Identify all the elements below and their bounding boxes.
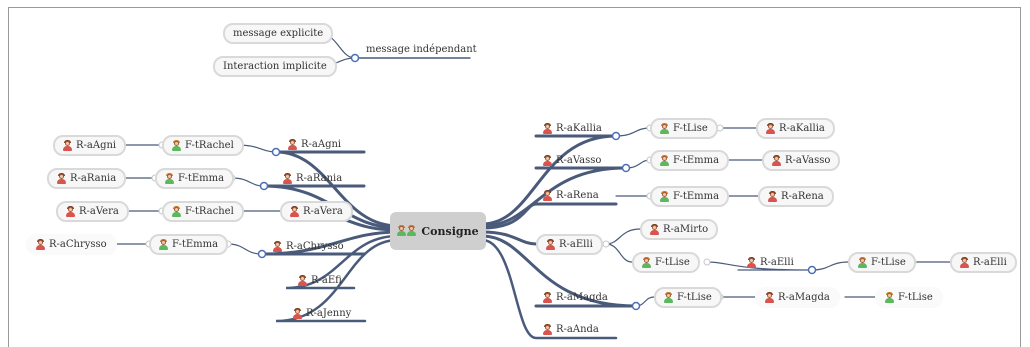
person-icon — [288, 139, 297, 150]
person-node[interactable]: R-aMirto — [640, 219, 719, 240]
person-node[interactable]: R-aVera — [56, 201, 129, 222]
branch-node[interactable]: R-aElli — [536, 234, 603, 255]
group-node[interactable]: F-tEmma — [650, 150, 730, 171]
group-node[interactable]: F-tEmma — [650, 186, 730, 207]
group-node[interactable]: F-tLise — [848, 252, 916, 273]
person-node[interactable]: R-aElli — [950, 252, 1017, 273]
connector — [480, 202, 618, 230]
branch-node[interactable]: R-aVera — [280, 201, 353, 222]
person-icon — [543, 292, 552, 303]
group-node[interactable]: F-tRachel — [162, 135, 244, 156]
group-node[interactable]: F-tLise — [632, 252, 700, 273]
person-node[interactable]: R-aKallia — [756, 118, 835, 139]
person-icon — [543, 155, 552, 166]
person-icon — [283, 173, 292, 184]
branch-label[interactable]: R-aMagda — [543, 291, 608, 305]
person-icon — [768, 190, 777, 202]
collapse-handle — [271, 147, 281, 157]
branch-label[interactable]: R-aEfi — [298, 274, 342, 288]
connector — [261, 230, 400, 256]
group-icon — [165, 172, 174, 184]
person-node[interactable]: R-aChrysso — [26, 234, 117, 255]
person-icon — [543, 324, 552, 335]
group-node[interactable]: F-tEmma — [149, 234, 229, 255]
person-icon — [772, 154, 781, 166]
group-node[interactable]: F-tRachel — [162, 201, 244, 222]
person-icon — [766, 122, 775, 134]
group-icon — [159, 238, 168, 250]
collapse-handle — [259, 181, 269, 191]
person-icon — [66, 205, 75, 217]
person-icon — [543, 190, 552, 201]
person-icon — [36, 238, 45, 250]
person-node[interactable]: R-aRania — [47, 168, 127, 189]
legend-item-implicit[interactable]: Interaction implicite — [213, 56, 337, 77]
collapse-handle — [611, 131, 621, 141]
branch-label[interactable]: R-aRena — [543, 189, 599, 203]
branch-label[interactable]: R-aVasso — [543, 154, 601, 168]
group-node[interactable]: F-tLise — [654, 287, 722, 308]
group-icon — [172, 139, 181, 151]
person-icon — [293, 308, 302, 319]
person-icon — [960, 256, 969, 268]
connector — [231, 177, 265, 187]
legend-item-explicit[interactable]: message explicite — [223, 23, 334, 44]
group-icon — [660, 122, 669, 134]
collapse-handle — [631, 301, 641, 311]
person-icon — [63, 139, 72, 151]
person-icon — [546, 238, 555, 250]
collapse-handle — [621, 163, 631, 173]
branch-label[interactable]: R-aKallia — [543, 122, 602, 136]
connector — [615, 127, 651, 137]
collapse-handle — [807, 265, 817, 275]
collapse-handle — [350, 53, 360, 63]
person-icon — [290, 205, 299, 217]
branch-label[interactable]: R-aChrysso — [273, 240, 344, 254]
group-icon — [660, 190, 669, 202]
connector — [275, 238, 400, 323]
connector — [605, 228, 641, 245]
person-node[interactable]: R-aMagda — [755, 287, 840, 308]
central-label: Consigne — [421, 224, 479, 238]
person-icon — [298, 275, 307, 286]
connector — [811, 261, 849, 271]
person-icon — [57, 172, 66, 184]
connector — [480, 234, 637, 308]
group-icon — [642, 256, 651, 268]
branch-label[interactable]: R-aAnda — [543, 323, 599, 337]
connector — [285, 234, 400, 290]
group-node[interactable]: F-tLise — [650, 118, 718, 139]
central-node[interactable]: Consigne — [390, 212, 486, 250]
connector — [605, 243, 633, 263]
person-icon — [543, 123, 552, 134]
branch-label[interactable]: R-aElli — [747, 256, 794, 270]
connector — [706, 261, 813, 271]
person-icon — [273, 241, 282, 252]
group-icon — [397, 225, 417, 236]
group-node[interactable]: F-tEmma — [155, 168, 235, 189]
connector — [480, 134, 617, 226]
person-node[interactable]: R-aAgni — [53, 135, 127, 156]
person-icon — [650, 223, 659, 235]
branch-label[interactable]: R-aJenny — [293, 307, 351, 321]
connector — [480, 230, 538, 246]
connector — [227, 243, 263, 255]
group-icon — [172, 205, 181, 217]
connector — [480, 238, 618, 340]
group-node[interactable]: F-tLise — [875, 287, 943, 308]
person-node[interactable]: R-aVasso — [762, 150, 841, 171]
branch-label[interactable]: R-aRania — [283, 172, 342, 186]
group-icon — [858, 256, 867, 268]
branch-label[interactable]: R-aAgni — [288, 138, 341, 152]
collapse-handle — [257, 249, 267, 259]
legend-root[interactable]: message indépendant — [366, 44, 477, 55]
person-icon — [765, 291, 774, 303]
group-icon — [660, 154, 669, 166]
group-icon — [664, 291, 673, 303]
person-node[interactable]: R-aRena — [758, 186, 834, 207]
group-icon — [885, 291, 894, 303]
person-icon — [747, 257, 756, 268]
